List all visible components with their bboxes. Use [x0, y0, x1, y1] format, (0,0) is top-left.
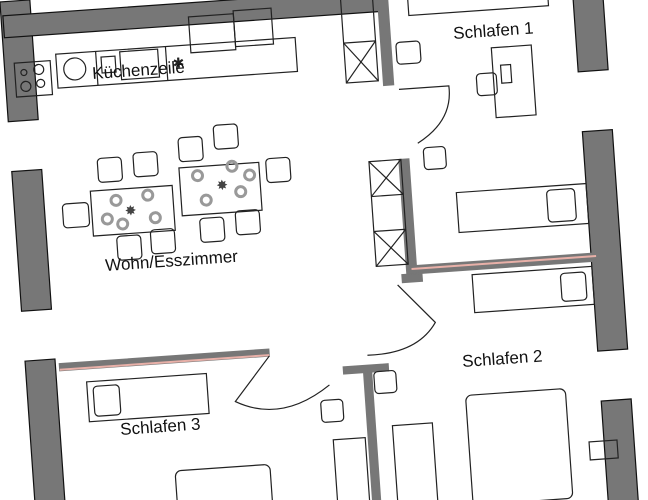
- dining-table-left: ✸: [61, 151, 177, 261]
- kitchen-counter: ✱: [13, 7, 299, 98]
- svg-text:✸: ✸: [124, 202, 137, 219]
- wardrobe-mid: [368, 158, 409, 268]
- dining-table-right: ✸: [177, 123, 292, 243]
- schlafen2-furniture: [367, 265, 619, 500]
- schlafen3-furniture: [85, 355, 371, 500]
- svg-text:✸: ✸: [216, 177, 229, 194]
- svg-text:✱: ✱: [172, 54, 185, 71]
- schlafen1-furniture: [395, 0, 590, 234]
- interior-walls: [58, 0, 598, 500]
- wardrobe-top: [339, 0, 379, 84]
